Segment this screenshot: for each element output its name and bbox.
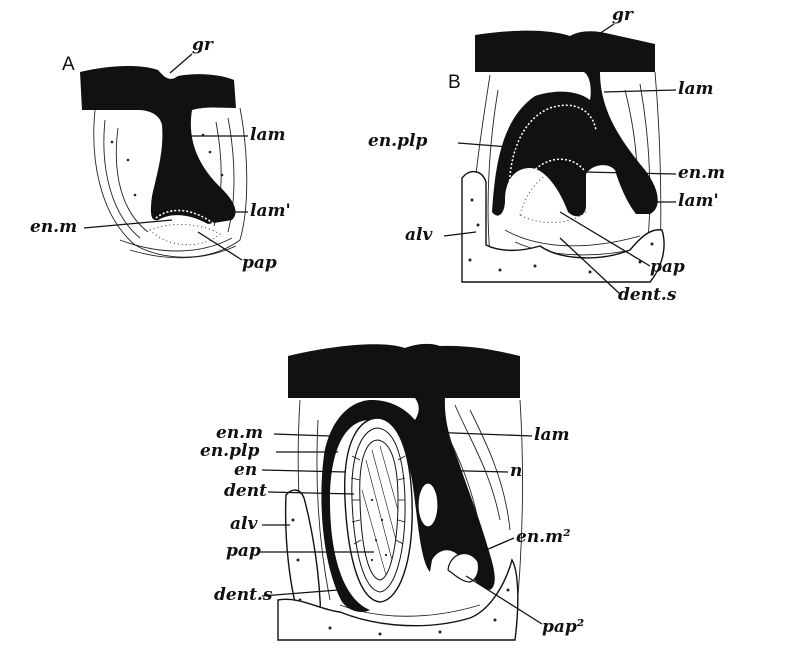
panel-c-label-en-m: en.m xyxy=(216,423,263,443)
panel-a-letter: A xyxy=(62,54,75,75)
panel-c-papilla xyxy=(370,498,388,562)
panel-c-n-structure xyxy=(417,482,439,528)
panel-c-label-pap: pap xyxy=(226,541,261,561)
panel-b-label-dent-s: dent.s xyxy=(618,285,677,305)
panel-a-label-en-m: en.m xyxy=(30,217,77,237)
panel-b-label-alv: alv xyxy=(405,225,433,245)
panel-b-label-lam-prime: lam' xyxy=(678,191,719,211)
panel-b-gum-epithelium xyxy=(475,30,658,217)
panel-c-alveolar-bone-left xyxy=(284,489,321,622)
panel-c-label-alv: alv xyxy=(230,514,258,534)
panel-b-label-gr: gr xyxy=(612,5,634,25)
panel-c-label-dent-s: dent.s xyxy=(214,585,273,605)
panel-a-papilla xyxy=(149,223,221,246)
panel-c: gr en.m en.plp en dent alv pap dent.s la… xyxy=(200,343,584,641)
panel-a-label-lam-prime: lam' xyxy=(250,201,291,221)
panel-c-label-lam: lam xyxy=(534,425,569,445)
panel-c-secondary-bud xyxy=(447,553,480,583)
panel-b-label-en-plp: en.plp xyxy=(368,131,427,151)
panel-b: B gr lam en.plp en.m lam' alv pap dent.s xyxy=(368,5,725,305)
panel-c-alveolar-bone-bottom xyxy=(277,558,519,641)
panel-c-label-gr: gr xyxy=(458,343,480,363)
panel-a-mesoderm xyxy=(93,107,248,258)
panel-b-alveolar-bone xyxy=(461,171,665,283)
panel-b-letter: B xyxy=(448,72,461,93)
panel-c-label-en-plp: en.plp xyxy=(200,441,259,461)
panel-b-label-pap: pap xyxy=(650,257,685,277)
panel-b-label-lam: lam xyxy=(678,79,713,99)
panel-c-gum-epithelium xyxy=(288,343,520,612)
panel-a: A gr lam lam' en.m pap xyxy=(30,35,291,273)
panel-c-label-en-m2: en.m² xyxy=(516,527,571,547)
panel-b-label-en-m: en.m xyxy=(678,163,725,183)
panel-a-label-lam: lam xyxy=(250,125,285,145)
panel-c-label-pap2: pap² xyxy=(542,617,584,637)
panel-c-dentine xyxy=(350,427,406,593)
panel-c-label-dent: dent xyxy=(224,481,267,501)
panel-a-label-gr: gr xyxy=(192,35,214,55)
panel-c-label-en: en xyxy=(234,460,257,480)
panel-a-gum-epithelium xyxy=(80,66,236,224)
panel-c-label-n: n xyxy=(510,461,522,481)
panel-a-label-pap: pap xyxy=(242,253,277,273)
